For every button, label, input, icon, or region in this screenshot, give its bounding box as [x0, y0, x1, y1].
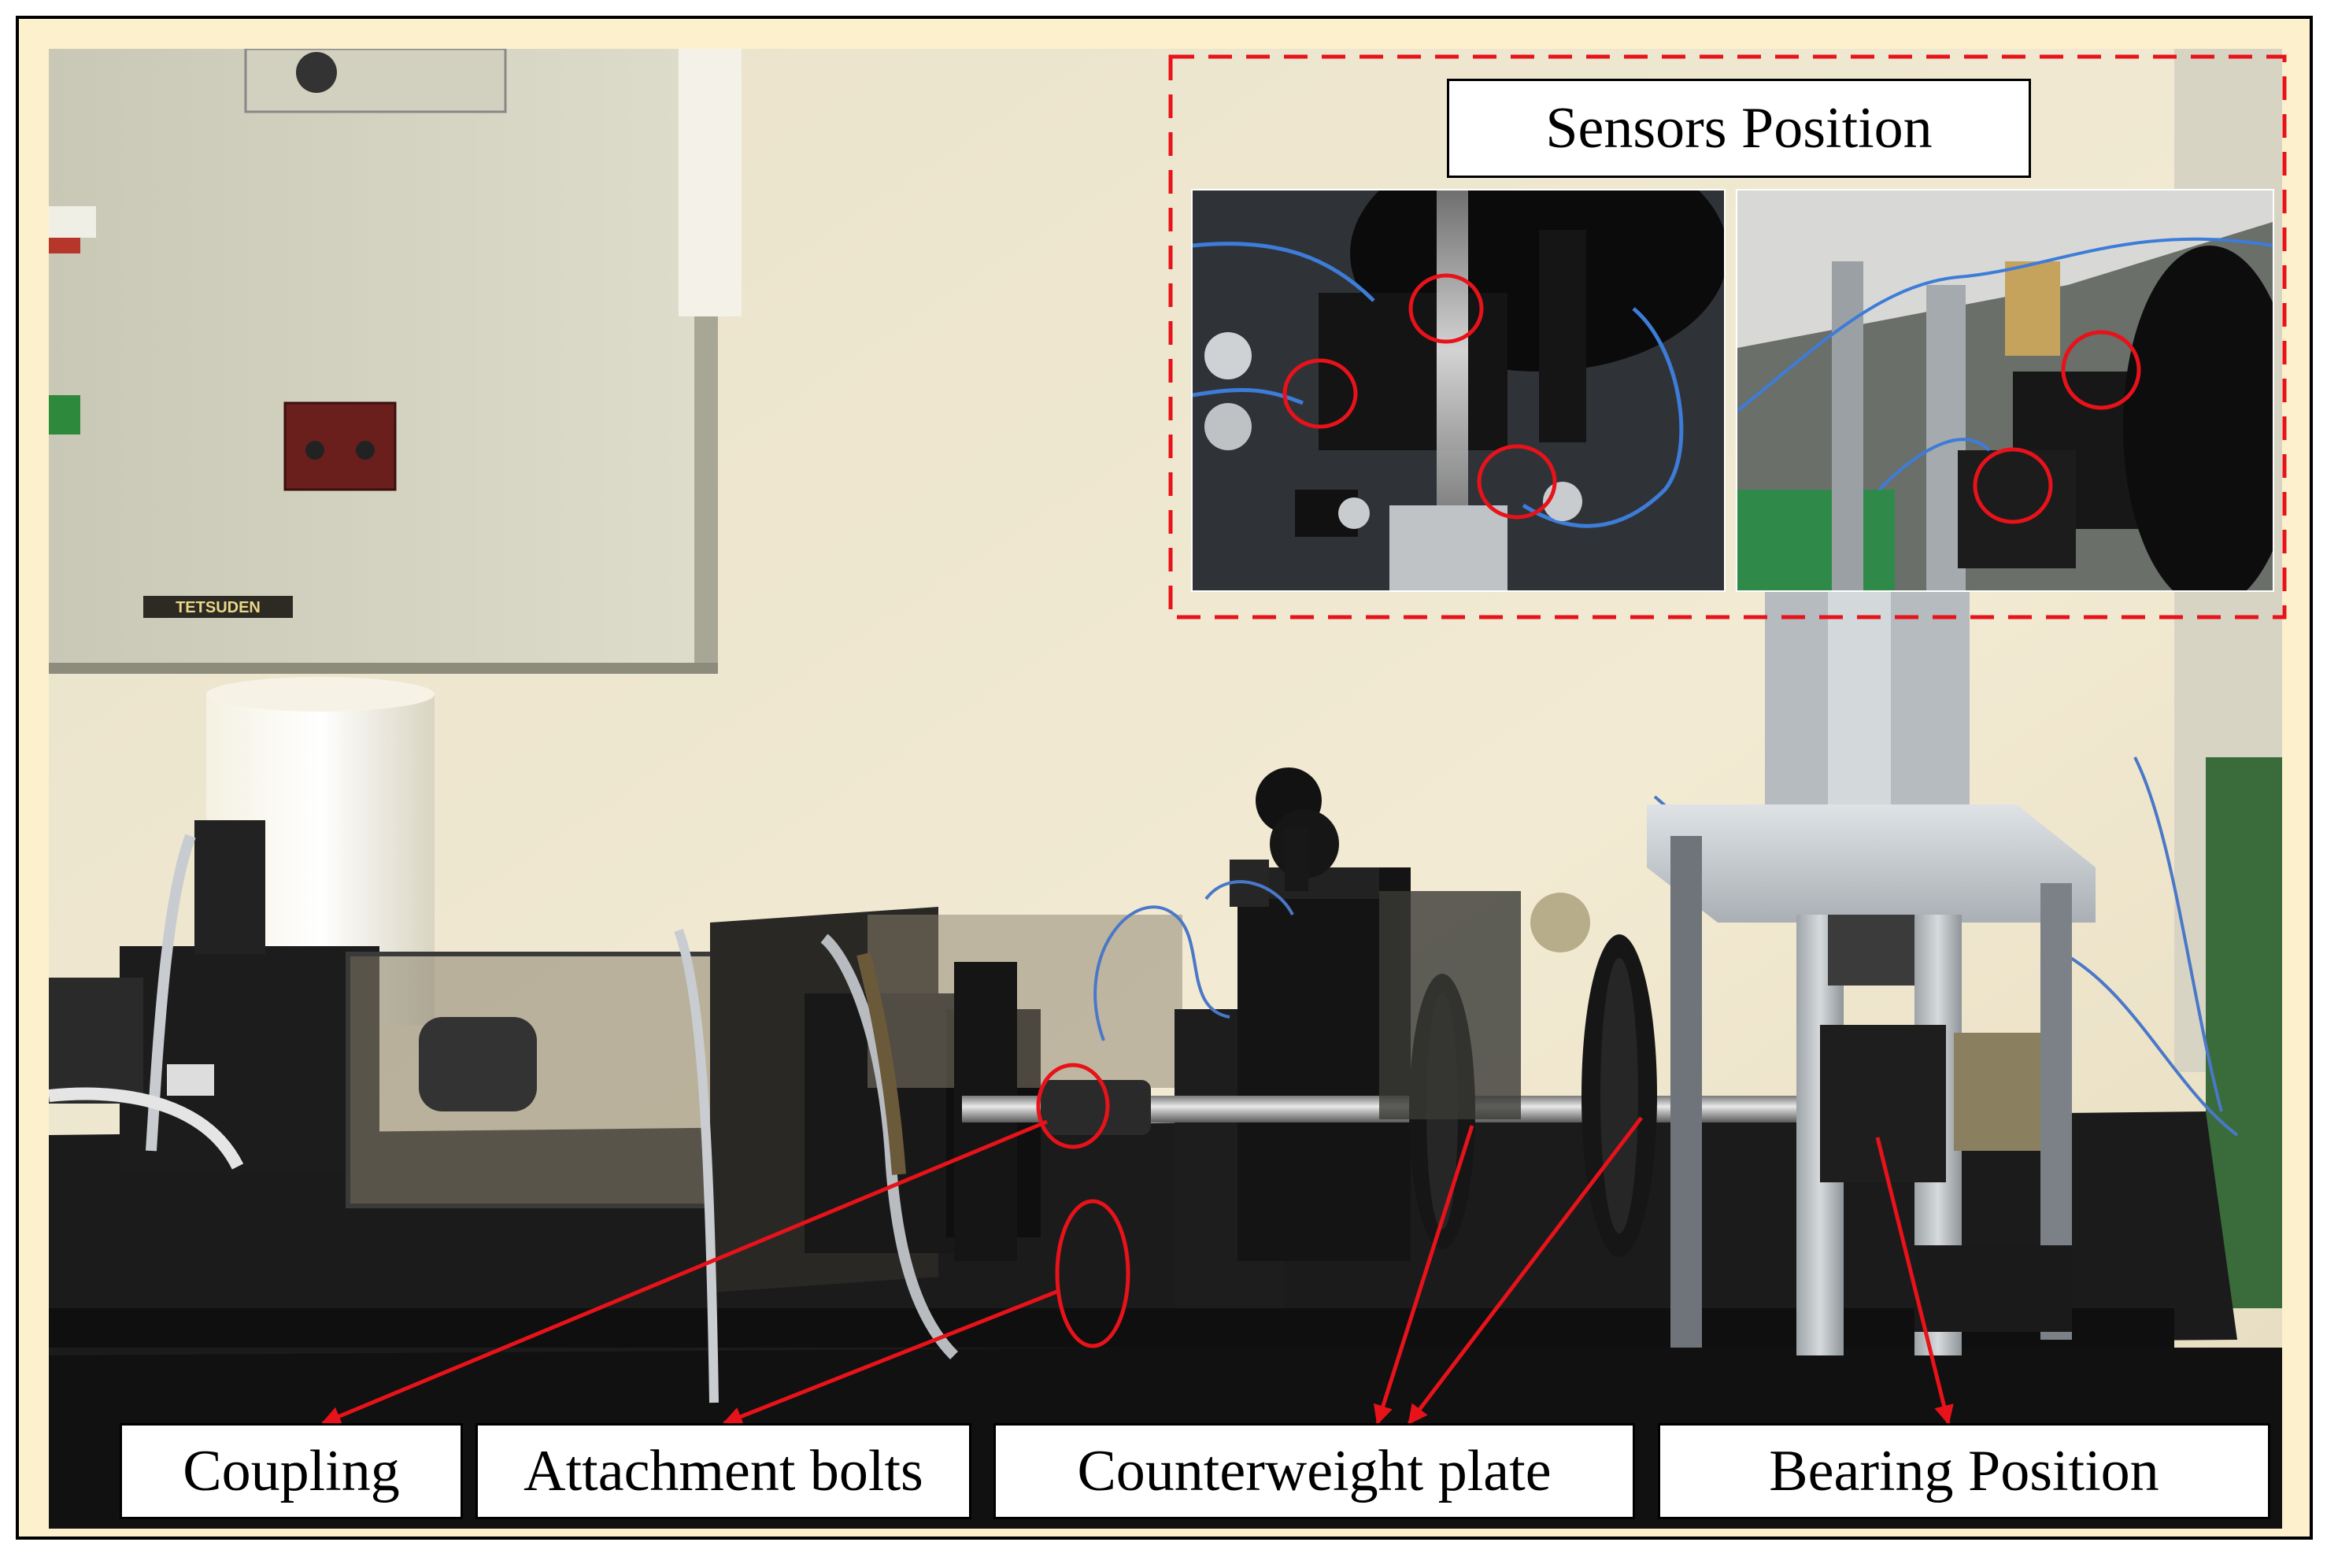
sensor-inset-left-illustration: [1193, 190, 1724, 590]
attachment-bolts-label: Attachment bolts: [475, 1423, 971, 1519]
sensors-position-title: Sensors Position: [1447, 79, 2031, 178]
panel-brand-label: TETSUDEN: [176, 599, 261, 616]
sensor-circle-top: [1408, 273, 1484, 344]
sensor-circle-bottom: [1477, 444, 1557, 520]
sensor-inset-right: [1736, 189, 2274, 592]
test-rig-illustration: TETSUDEN: [49, 49, 2282, 1529]
sensor-circle-upper: [2061, 330, 2141, 410]
bolts-ellipse: [1055, 1199, 1130, 1348]
coupling-circle: [1036, 1063, 1110, 1149]
coupling-label: Coupling: [120, 1423, 463, 1519]
bearing-position-label: Bearing Position: [1658, 1423, 2270, 1519]
coupling-arrow: [320, 1119, 1048, 1426]
bearing-arrow: [1875, 1137, 1954, 1426]
counterweight-plate-label: Counterweight plate: [993, 1423, 1635, 1519]
sensor-circle-side: [1282, 358, 1358, 429]
counterweight-arrow-1: [1373, 1125, 1474, 1426]
sensor-circle-lower: [1973, 447, 2053, 524]
sensor-inset-right-illustration: [1737, 190, 2273, 590]
test-rig-photo: TETSUDEN: [49, 49, 2282, 1529]
counterweight-arrow-2: [1408, 1116, 1643, 1425]
sensor-inset-left: [1191, 189, 1726, 592]
bolts-arrow: [722, 1289, 1060, 1426]
sensors-dashed-box: [1168, 54, 2287, 619]
